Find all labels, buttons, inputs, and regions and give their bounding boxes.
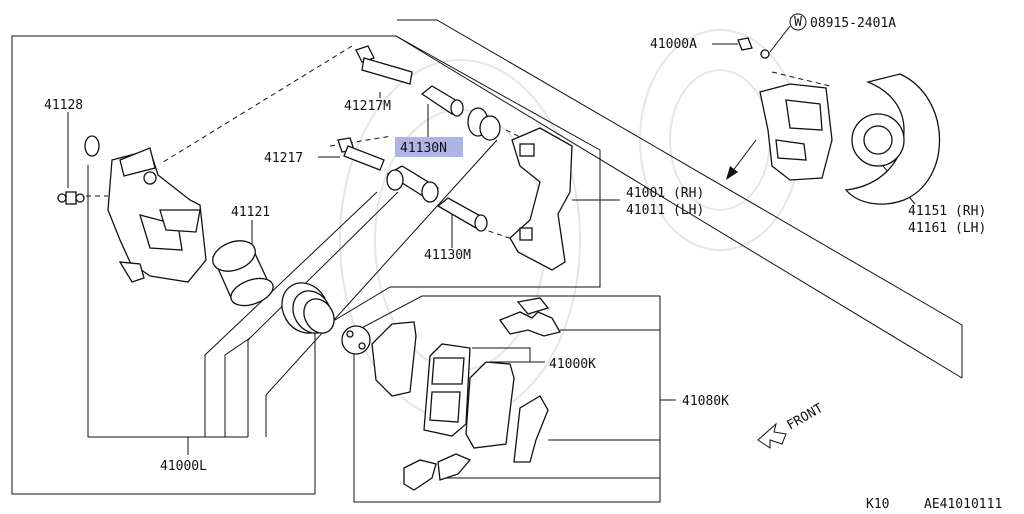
label-41217M[interactable]: 41217M [344,99,391,114]
cap-ring [84,135,100,157]
label-41161[interactable]: 41161 (LH) [908,221,986,236]
caliper-support [509,127,573,271]
bleeder-screw [57,191,85,205]
label-41000L[interactable]: 41000L [160,459,207,474]
label-41000A[interactable]: 41000A [650,37,697,52]
label-41130N[interactable]: 41130N [400,141,447,156]
wear-shim [341,325,371,355]
boot-lower [386,165,440,203]
reference-line-lower [395,35,963,379]
washer-symbol: W [794,15,802,30]
caliper-assembly-small [759,83,833,181]
bolt-41217 [337,137,385,171]
footer-page-code: K10 [866,497,889,510]
boot-upper [467,107,501,141]
pad-clips-lower [403,453,472,491]
label-41130M[interactable]: 41130M [424,248,471,263]
brake-pad-inner [423,343,471,437]
caliper-body [107,147,207,283]
pad-shim-right [513,395,549,463]
leader-lines [67,25,916,479]
label-41080K[interactable]: 41080K [682,394,729,409]
label-washer-code[interactable]: 08915-2401A [810,16,896,31]
label-41011[interactable]: 41011 (LH) [626,203,704,218]
direction-arrow [726,139,757,180]
front-arrow-icon [757,422,787,449]
label-41128[interactable]: 41128 [44,98,83,113]
piston [212,240,274,307]
pin-41130N [420,85,464,117]
label-41217[interactable]: 41217 [264,151,303,166]
label-41001[interactable]: 41001 (RH) [626,186,704,201]
label-41000K[interactable]: 41000K [549,357,596,372]
label-41151[interactable]: 41151 (RH) [908,204,986,219]
footer-diagram-id: AE41010111 [924,497,1002,510]
bolt-41217M [355,45,413,85]
piston-seals [281,282,335,334]
main-assembly-outline [11,35,601,495]
reference-line-upper [397,19,963,378]
brake-pad-outer [465,361,515,449]
splash-shield [844,73,941,205]
highlight-41130N [395,137,463,157]
pin-41130M [436,197,488,232]
label-front: FRONT [785,401,827,434]
shim-left [371,321,417,397]
washer-callout[interactable]: W [789,13,807,31]
bolt-41000A [737,37,770,59]
label-41121[interactable]: 41121 [231,205,270,220]
pad-kit-outline [353,295,661,503]
pad-clips-upper [498,297,561,337]
